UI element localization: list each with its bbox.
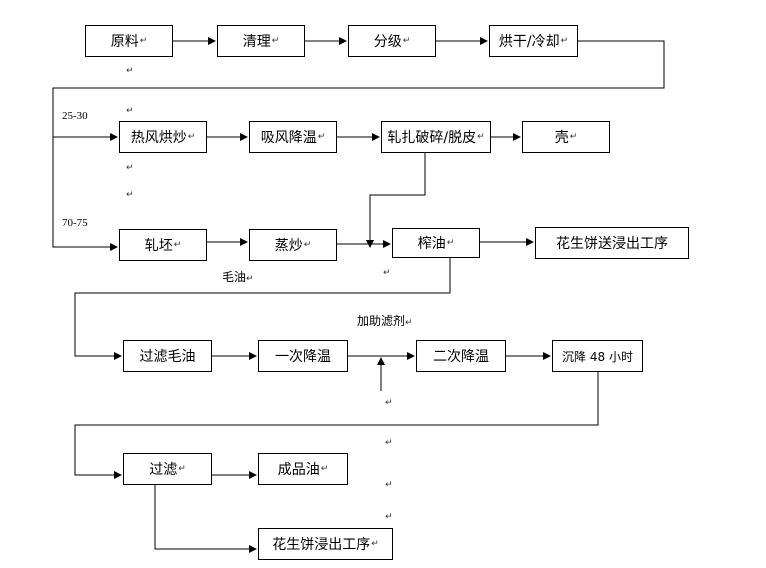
node-clean: 清理↵: [217, 25, 305, 57]
paragraph-mark: ↵: [385, 480, 393, 490]
node-cake2: 花生饼浸出工序↵: [258, 528, 393, 560]
node-cool1-label: 一次降温: [275, 349, 331, 365]
node-steam: 蒸炒↵: [249, 229, 337, 261]
node-crush-label: 轧扎破碎/脱皮: [387, 130, 477, 146]
paragraph-mark: ↵: [126, 190, 134, 200]
node-dry-label: 烘干/冷却: [498, 34, 560, 50]
node-cake1-label: 花生饼送浸出工序: [556, 236, 668, 252]
paragraph-mark: ↵: [126, 66, 134, 76]
node-cool2-label: 二次降温: [433, 349, 489, 365]
label-temp-25-30: 25-30: [62, 110, 88, 122]
node-product: 成品油↵: [258, 453, 348, 485]
node-roast: 热风烘炒↵: [119, 121, 207, 153]
paragraph-mark: ↵: [126, 106, 134, 116]
node-cool1: 一次降温: [258, 340, 348, 372]
node-product-label: 成品油: [277, 462, 320, 478]
node-cool2: 二次降温: [416, 340, 506, 372]
node-settle-label: 沉降 48 小时: [562, 349, 633, 364]
paragraph-mark: ↵: [383, 268, 391, 278]
node-flake-label: 轧坯: [144, 238, 173, 254]
node-suction: 吸风降温↵: [249, 121, 337, 153]
label-crude-oil: 毛油↵: [222, 270, 254, 284]
node-raw-label: 原料: [110, 34, 139, 50]
node-grade: 分级↵: [348, 25, 436, 57]
node-press-label: 榨油: [417, 236, 446, 252]
node-filter-crude-label: 过滤毛油: [139, 349, 196, 365]
node-cake1: 花生饼送浸出工序: [535, 227, 689, 259]
node-flake: 轧坯↵: [119, 229, 207, 261]
paragraph-mark: ↵: [126, 163, 134, 173]
label-filter-aid: 加助滤剂↵: [357, 314, 413, 328]
node-press: 榨油↵: [392, 228, 480, 258]
node-crush: 轧扎破碎/脱皮↵: [381, 121, 491, 153]
node-dry: 烘干/冷却↵: [489, 25, 578, 57]
node-raw: 原料↵: [85, 25, 173, 57]
node-filter-label: 过滤: [149, 462, 178, 478]
node-grade-label: 分级: [373, 34, 402, 50]
node-suction-label: 吸风降温: [260, 130, 317, 146]
node-filter-crude: 过滤毛油: [123, 340, 212, 372]
node-shell: 壳↵: [522, 121, 610, 153]
label-temp-70-75: 70-75: [62, 217, 88, 229]
node-shell-label: 壳: [554, 130, 569, 146]
node-filter: 过滤↵: [123, 453, 212, 485]
node-settle: 沉降 48 小时: [552, 340, 643, 372]
node-roast-label: 热风烘炒: [130, 130, 187, 146]
node-cake2-label: 花生饼浸出工序: [272, 537, 371, 553]
paragraph-mark: ↵: [385, 512, 393, 522]
paragraph-mark: ↵: [385, 398, 393, 408]
paragraph-mark: ↵: [385, 438, 393, 448]
node-steam-label: 蒸炒: [274, 238, 303, 254]
node-clean-label: 清理: [242, 34, 271, 50]
